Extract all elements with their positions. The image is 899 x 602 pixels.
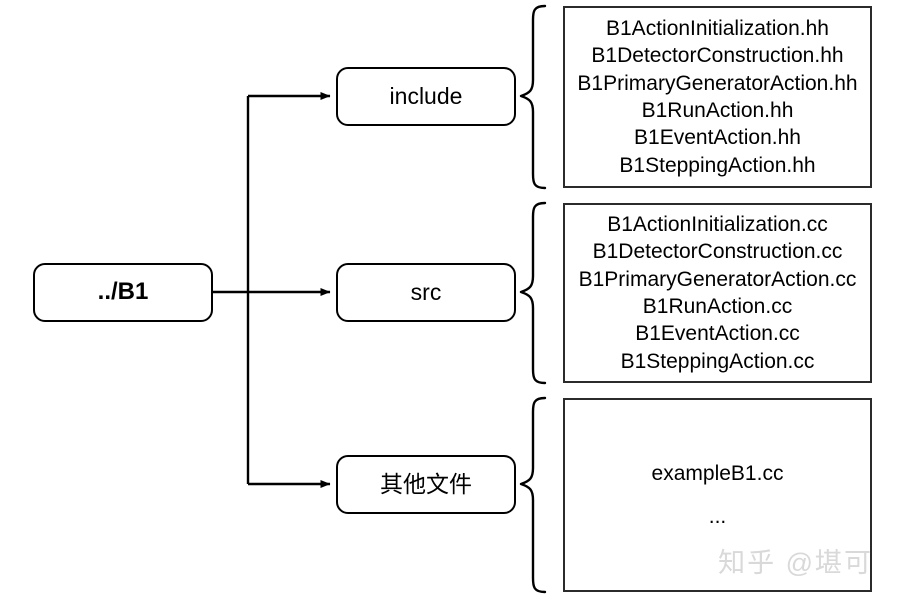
file-list-item: B1RunAction.hh — [641, 99, 794, 122]
file-list-item: B1SteppingAction.hh — [619, 153, 816, 177]
file-list-include: B1ActionInitialization.hh B1DetectorCons… — [563, 6, 872, 188]
node-root-label: ../B1 — [97, 278, 149, 306]
file-list-item: B1SteppingAction.cc — [620, 349, 815, 373]
node-folder-include[interactable]: include — [336, 67, 516, 126]
node-folder-other[interactable]: 其他文件 — [336, 455, 516, 514]
node-folder-include-label: include — [389, 82, 463, 109]
file-list-item: exampleB1.cc — [651, 462, 784, 485]
file-list-item: B1EventAction.cc — [635, 322, 800, 346]
file-list-item: ... — [708, 505, 727, 528]
file-list-item: B1ActionInitialization.hh — [606, 17, 829, 41]
node-folder-src-label: src — [410, 278, 442, 305]
curly-brace-src — [519, 201, 547, 385]
file-list-item: B1RunAction.cc — [642, 295, 793, 318]
file-list-item: B1DetectorConstruction.hh — [591, 44, 844, 68]
curly-brace-include — [519, 4, 547, 190]
file-list-item: B1DetectorConstruction.cc — [592, 240, 843, 264]
file-list-item: B1ActionInitialization.cc — [607, 213, 828, 237]
node-folder-other-label: 其他文件 — [380, 470, 472, 497]
file-list-other: exampleB1.cc ... — [563, 398, 872, 592]
curly-brace-other — [519, 396, 547, 594]
file-list-src: B1ActionInitialization.cc B1DetectorCons… — [563, 203, 872, 383]
node-folder-src[interactable]: src — [336, 263, 516, 322]
file-list-item: B1PrimaryGeneratorAction.cc — [578, 267, 857, 291]
watermark: 知乎 @堪可 — [718, 548, 873, 578]
node-root[interactable]: ../B1 — [33, 263, 213, 322]
file-list-item: B1EventAction.hh — [634, 126, 801, 150]
file-list-item: B1PrimaryGeneratorAction.hh — [577, 71, 858, 95]
